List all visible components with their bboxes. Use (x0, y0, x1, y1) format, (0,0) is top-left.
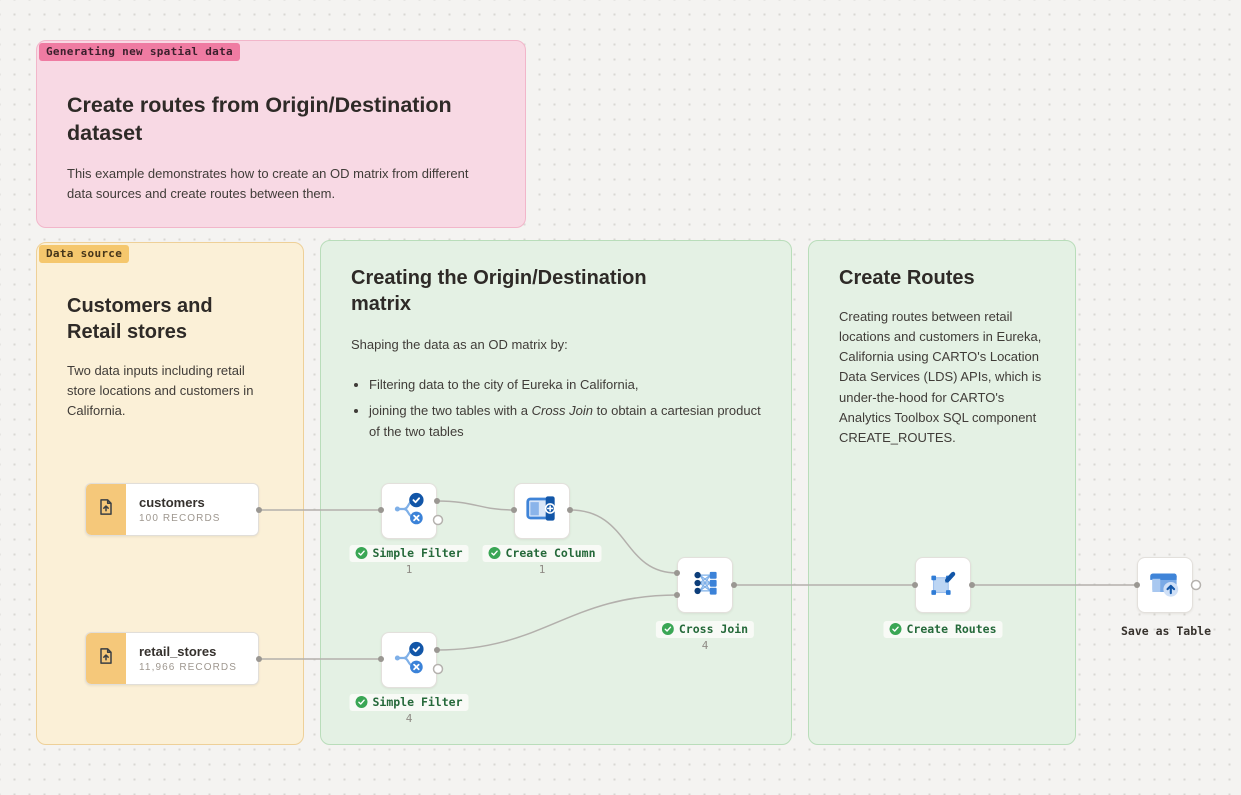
status-check-icon (355, 696, 368, 708)
source-name: customers (139, 495, 205, 510)
save-as-table-icon (1146, 564, 1184, 607)
note-create-routes-body: Creating routes between retail locations… (839, 309, 1042, 445)
node-count-simple-filter-2: 4 (405, 712, 413, 725)
node-simple-filter-2[interactable] (381, 632, 437, 688)
status-check-icon (355, 547, 368, 559)
note-od-matrix-body: Shaping the data as an OD matrix by: (351, 337, 568, 352)
source-node-strip (86, 484, 126, 535)
cross-join-icon (686, 564, 724, 607)
note-data-source-body: Two data inputs including retail store l… (67, 363, 254, 419)
note-data-source-tag: Data source (39, 245, 130, 263)
node-simple-filter-1[interactable] (381, 483, 437, 539)
bullet-item: Filtering data to the city of Eureka in … (369, 375, 761, 396)
source-record-count: 11,966 RECORDS (139, 662, 238, 673)
note-create-routes[interactable]: Create Routes Creating routes between re… (808, 240, 1076, 745)
note-intro-body: This example demonstrates how to create … (67, 165, 469, 201)
note-intro-tag: Generating new spatial data (39, 43, 240, 61)
node-save-as-table[interactable] (1137, 557, 1193, 613)
node-count-create-column: 1 (538, 563, 546, 576)
source-node-strip (86, 633, 126, 684)
source-node-customers[interactable]: customers 100 RECORDS (85, 483, 259, 536)
note-data-source-title: Customers and Retail stores (67, 295, 213, 343)
node-label-create-column: Create Column (482, 545, 602, 562)
import-file-icon (96, 646, 116, 671)
node-label-create-routes: Create Routes (883, 621, 1003, 638)
node-label-cross-join: Cross Join (655, 621, 755, 638)
simple-filter-icon (390, 639, 428, 682)
node-create-column[interactable] (514, 483, 570, 539)
node-label-simple-filter-1: Simple Filter (349, 545, 469, 562)
bullet-item: joining the two tables with a Cross Join… (369, 401, 761, 443)
note-create-routes-title: Create Routes (839, 267, 975, 289)
note-intro-title: Create routes from Origin/Destination da… (67, 93, 452, 146)
status-check-icon (889, 623, 902, 635)
status-check-icon (488, 547, 501, 559)
node-label-save-as-table: Save as Table (1120, 624, 1212, 638)
note-od-matrix-bullets: Filtering data to the city of Eureka in … (369, 375, 761, 442)
node-create-routes[interactable] (915, 557, 971, 613)
node-label-simple-filter-2: Simple Filter (349, 694, 469, 711)
source-name: retail_stores (139, 644, 217, 659)
source-record-count: 100 RECORDS (139, 513, 221, 524)
create-routes-icon (924, 564, 962, 607)
node-cross-join[interactable] (677, 557, 733, 613)
status-check-icon (661, 623, 674, 635)
note-intro[interactable]: Generating new spatial data Create route… (36, 40, 526, 228)
node-count-simple-filter-1: 1 (405, 563, 413, 576)
simple-filter-icon (390, 490, 428, 533)
import-file-icon (96, 497, 116, 522)
source-node-retail-stores[interactable]: retail_stores 11,966 RECORDS (85, 632, 259, 685)
note-od-matrix-title: Creating the Origin/Destination matrix (351, 267, 647, 315)
node-count-cross-join: 4 (701, 639, 709, 652)
create-column-icon (523, 490, 561, 533)
